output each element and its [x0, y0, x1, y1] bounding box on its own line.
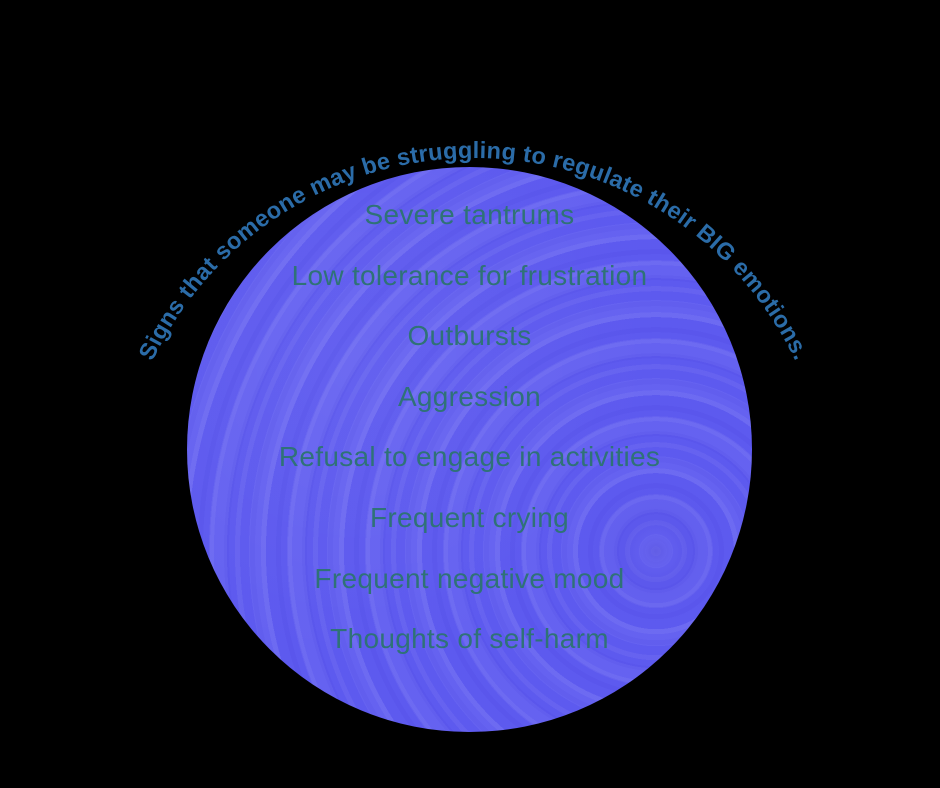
curved-title: Signs that someone may be struggling to … [133, 137, 814, 364]
list-item-self-harm: Thoughts of self-harm [330, 623, 609, 655]
list-item-outbursts: Outbursts [407, 320, 532, 352]
curved-title-textpath: Signs that someone may be struggling to … [133, 137, 814, 364]
emotions-circle: Severe tantrums Low tolerance for frustr… [187, 167, 752, 732]
list-item-aggression: Aggression [397, 380, 542, 412]
list-item-refusal: Refusal to engage in activities [278, 441, 661, 473]
list-item-low-tolerance: Low tolerance for frustration [291, 259, 648, 291]
list-item-severe-tantrums: Severe tantrums [364, 199, 575, 230]
list-item-frequent-crying: Frequent crying [369, 501, 570, 533]
list-item-negative-mood: Frequent negative mood [314, 562, 625, 594]
signs-list: Severe tantrums Low tolerance for frustr… [187, 185, 752, 670]
